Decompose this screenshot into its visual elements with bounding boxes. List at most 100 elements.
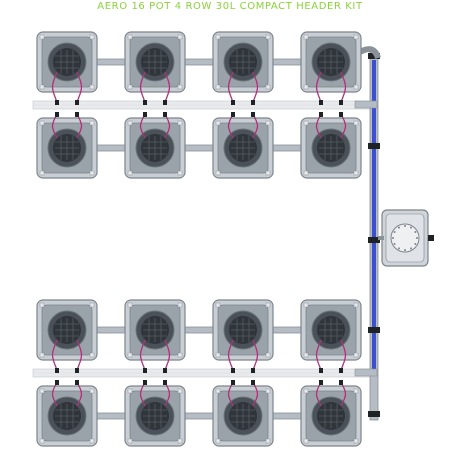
corner-marker [303,84,309,90]
rail-connector [354,368,378,377]
corner-marker [177,84,183,90]
corner-marker [89,84,95,90]
drip-line [51,339,58,371]
corner-marker [353,352,359,358]
return-line [372,60,376,376]
drip-fitting [163,368,167,373]
drip-line [252,71,259,103]
drip-fitting [75,100,79,105]
corner-marker [39,302,45,308]
drip-line [227,71,234,103]
drip-fitting [55,112,59,117]
corner-marker [89,120,95,126]
drip-fitting [163,380,167,385]
drip-line [164,71,171,103]
drip-fitting [75,368,79,373]
drip-line [315,339,322,371]
corner-marker [353,84,359,90]
corner-marker [265,170,271,176]
pipe-fitting [368,411,380,417]
corner-marker [39,34,45,40]
pot-unit [300,112,362,179]
reservoir-tank [378,209,434,267]
drip-line [76,71,83,103]
corner-marker [89,388,95,394]
pot-unit [36,380,98,447]
corner-marker [265,352,271,358]
corner-marker [89,34,95,40]
pot-unit [36,112,98,179]
corner-marker [127,170,133,176]
corner-marker [215,352,221,358]
drip-fitting [339,100,343,105]
pipe-elbow [358,46,381,60]
drip-line [227,339,234,371]
corner-marker [39,388,45,394]
connecting-pipe [66,412,332,420]
drip-line [51,71,58,103]
corner-marker [39,352,45,358]
corner-marker [215,302,221,308]
cap-notch [404,225,406,227]
drip-line [164,339,171,371]
corner-marker [353,120,359,126]
corner-marker [303,352,309,358]
corner-marker [265,302,271,308]
pot-unit [124,112,186,179]
drip-fitting [143,100,147,105]
connecting-pipe [66,326,332,334]
drip-fitting [55,380,59,385]
corner-marker [127,84,133,90]
connecting-pipe [66,58,332,66]
pot-unit [36,31,98,105]
cap-notch [416,237,418,239]
drip-fitting [339,112,343,117]
drip-fitting [251,100,255,105]
corner-marker [353,302,359,308]
corner-marker [89,170,95,176]
pot-unit [212,380,274,447]
corner-marker [127,438,133,444]
corner-marker [353,438,359,444]
pipe-fitting [368,237,380,243]
pipe-fitting [368,143,380,149]
pipe-network [32,46,381,421]
corner-marker [215,84,221,90]
drip-fitting [143,380,147,385]
drip-fitting [319,368,323,373]
drip-fitting [251,112,255,117]
corner-marker [215,34,221,40]
corner-marker [177,302,183,308]
corner-marker [215,170,221,176]
drip-fitting [319,380,323,385]
corner-marker [127,352,133,358]
drip-fitting [231,368,235,373]
corner-marker [303,34,309,40]
corner-marker [177,388,183,394]
cap-notch [414,243,417,245]
cap-notch [404,249,406,251]
drip-fitting [143,112,147,117]
corner-marker [39,84,45,90]
pot-unit [300,299,362,373]
drip-line [315,71,322,103]
corner-marker [177,120,183,126]
corner-marker [39,438,45,444]
drip-fitting [143,368,147,373]
drip-fitting [319,112,323,117]
drip-fitting [163,112,167,117]
corner-marker [303,438,309,444]
corner-marker [303,388,309,394]
drip-line [76,339,83,371]
cap-notch [410,226,412,229]
drip-fitting [251,368,255,373]
pot-unit [212,299,274,373]
corner-marker [127,302,133,308]
corner-marker [89,302,95,308]
corner-marker [177,170,183,176]
drip-line [139,339,146,371]
corner-marker [353,170,359,176]
drip-fitting [75,380,79,385]
corner-marker [265,34,271,40]
